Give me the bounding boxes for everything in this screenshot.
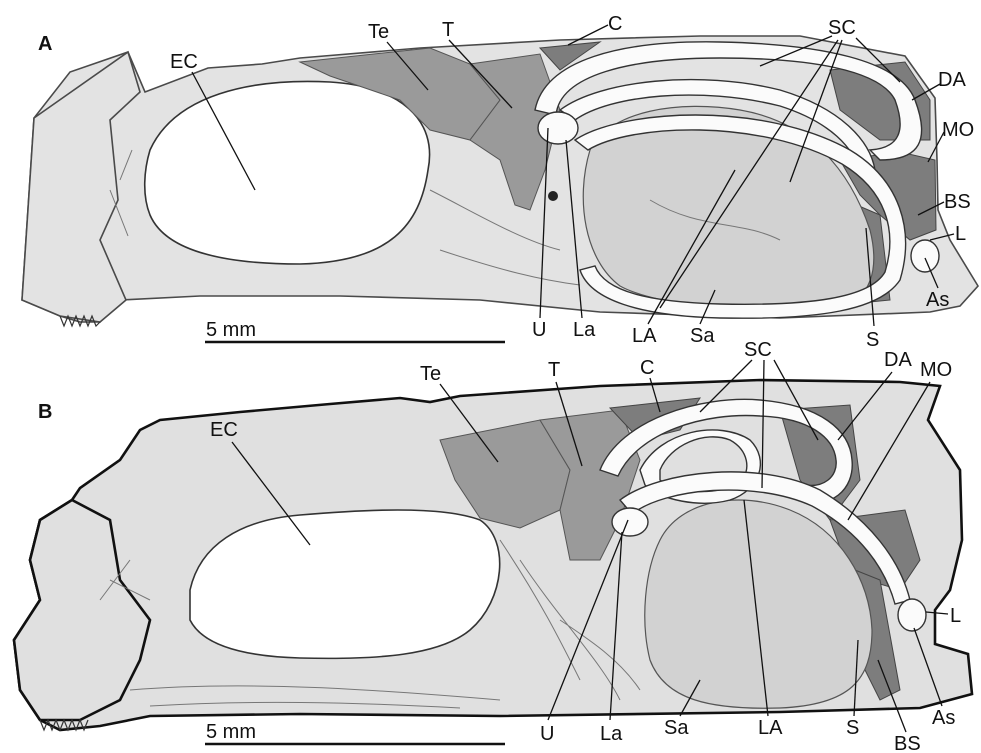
panel-b-label-la-lower: La xyxy=(600,723,623,745)
panel-b-label-te: Te xyxy=(420,363,441,385)
panel-a-label-u: U xyxy=(532,319,546,341)
panel-b-label-da: DA xyxy=(884,349,912,371)
panel-a-label-bs: BS xyxy=(944,191,971,213)
panel-b-scale-label: 5 mm xyxy=(206,721,256,743)
panel-a-label-ec: EC xyxy=(170,51,198,73)
panel-b-label-ec: EC xyxy=(210,419,238,441)
panel-a-label-la-lower: La xyxy=(573,319,596,341)
panel-b-label-bs: BS xyxy=(894,733,921,753)
panel-a-label-te: Te xyxy=(368,21,389,43)
panel-b-label-u: U xyxy=(540,723,554,745)
panel-a-letter: A xyxy=(38,33,52,55)
panel-a-foramen xyxy=(548,191,558,201)
panel-b-label-s: S xyxy=(846,717,859,739)
panel-a-label-s: S xyxy=(866,329,879,351)
panel-a-label-l: L xyxy=(955,223,966,245)
panel-b-label-la-upper: LA xyxy=(758,717,783,739)
panel-a xyxy=(22,36,978,326)
panel-b-letter: B xyxy=(38,401,52,423)
panel-b-label-c: C xyxy=(640,357,654,379)
panel-a-label-da: DA xyxy=(938,69,966,91)
panel-a-utricle xyxy=(538,112,578,144)
panel-b-label-sc: SC xyxy=(744,339,772,361)
panel-b-label-mo: MO xyxy=(920,359,952,381)
panel-a-orbit xyxy=(145,81,430,264)
panel-a-lagena xyxy=(911,240,939,272)
panel-a-label-t: T xyxy=(442,19,454,41)
panel-b-utricle xyxy=(612,508,648,536)
panel-b-label-sa: Sa xyxy=(664,717,689,739)
panel-b xyxy=(14,380,972,730)
panel-a-label-la-upper: LA xyxy=(632,325,657,347)
panel-b-label-as: As xyxy=(932,707,955,729)
panel-b-lagena xyxy=(898,599,926,631)
panel-a-label-sa: Sa xyxy=(690,325,715,347)
panel-a-label-sc: SC xyxy=(828,17,856,39)
panel-a-scale-label: 5 mm xyxy=(206,319,256,341)
panel-b-label-l: L xyxy=(950,605,961,627)
panel-a-label-mo: MO xyxy=(942,119,974,141)
panel-a-label-c: C xyxy=(608,13,622,35)
panel-a-label-as: As xyxy=(926,289,949,311)
panel-b-label-t: T xyxy=(548,359,560,381)
panel-b-orbit xyxy=(190,510,500,658)
